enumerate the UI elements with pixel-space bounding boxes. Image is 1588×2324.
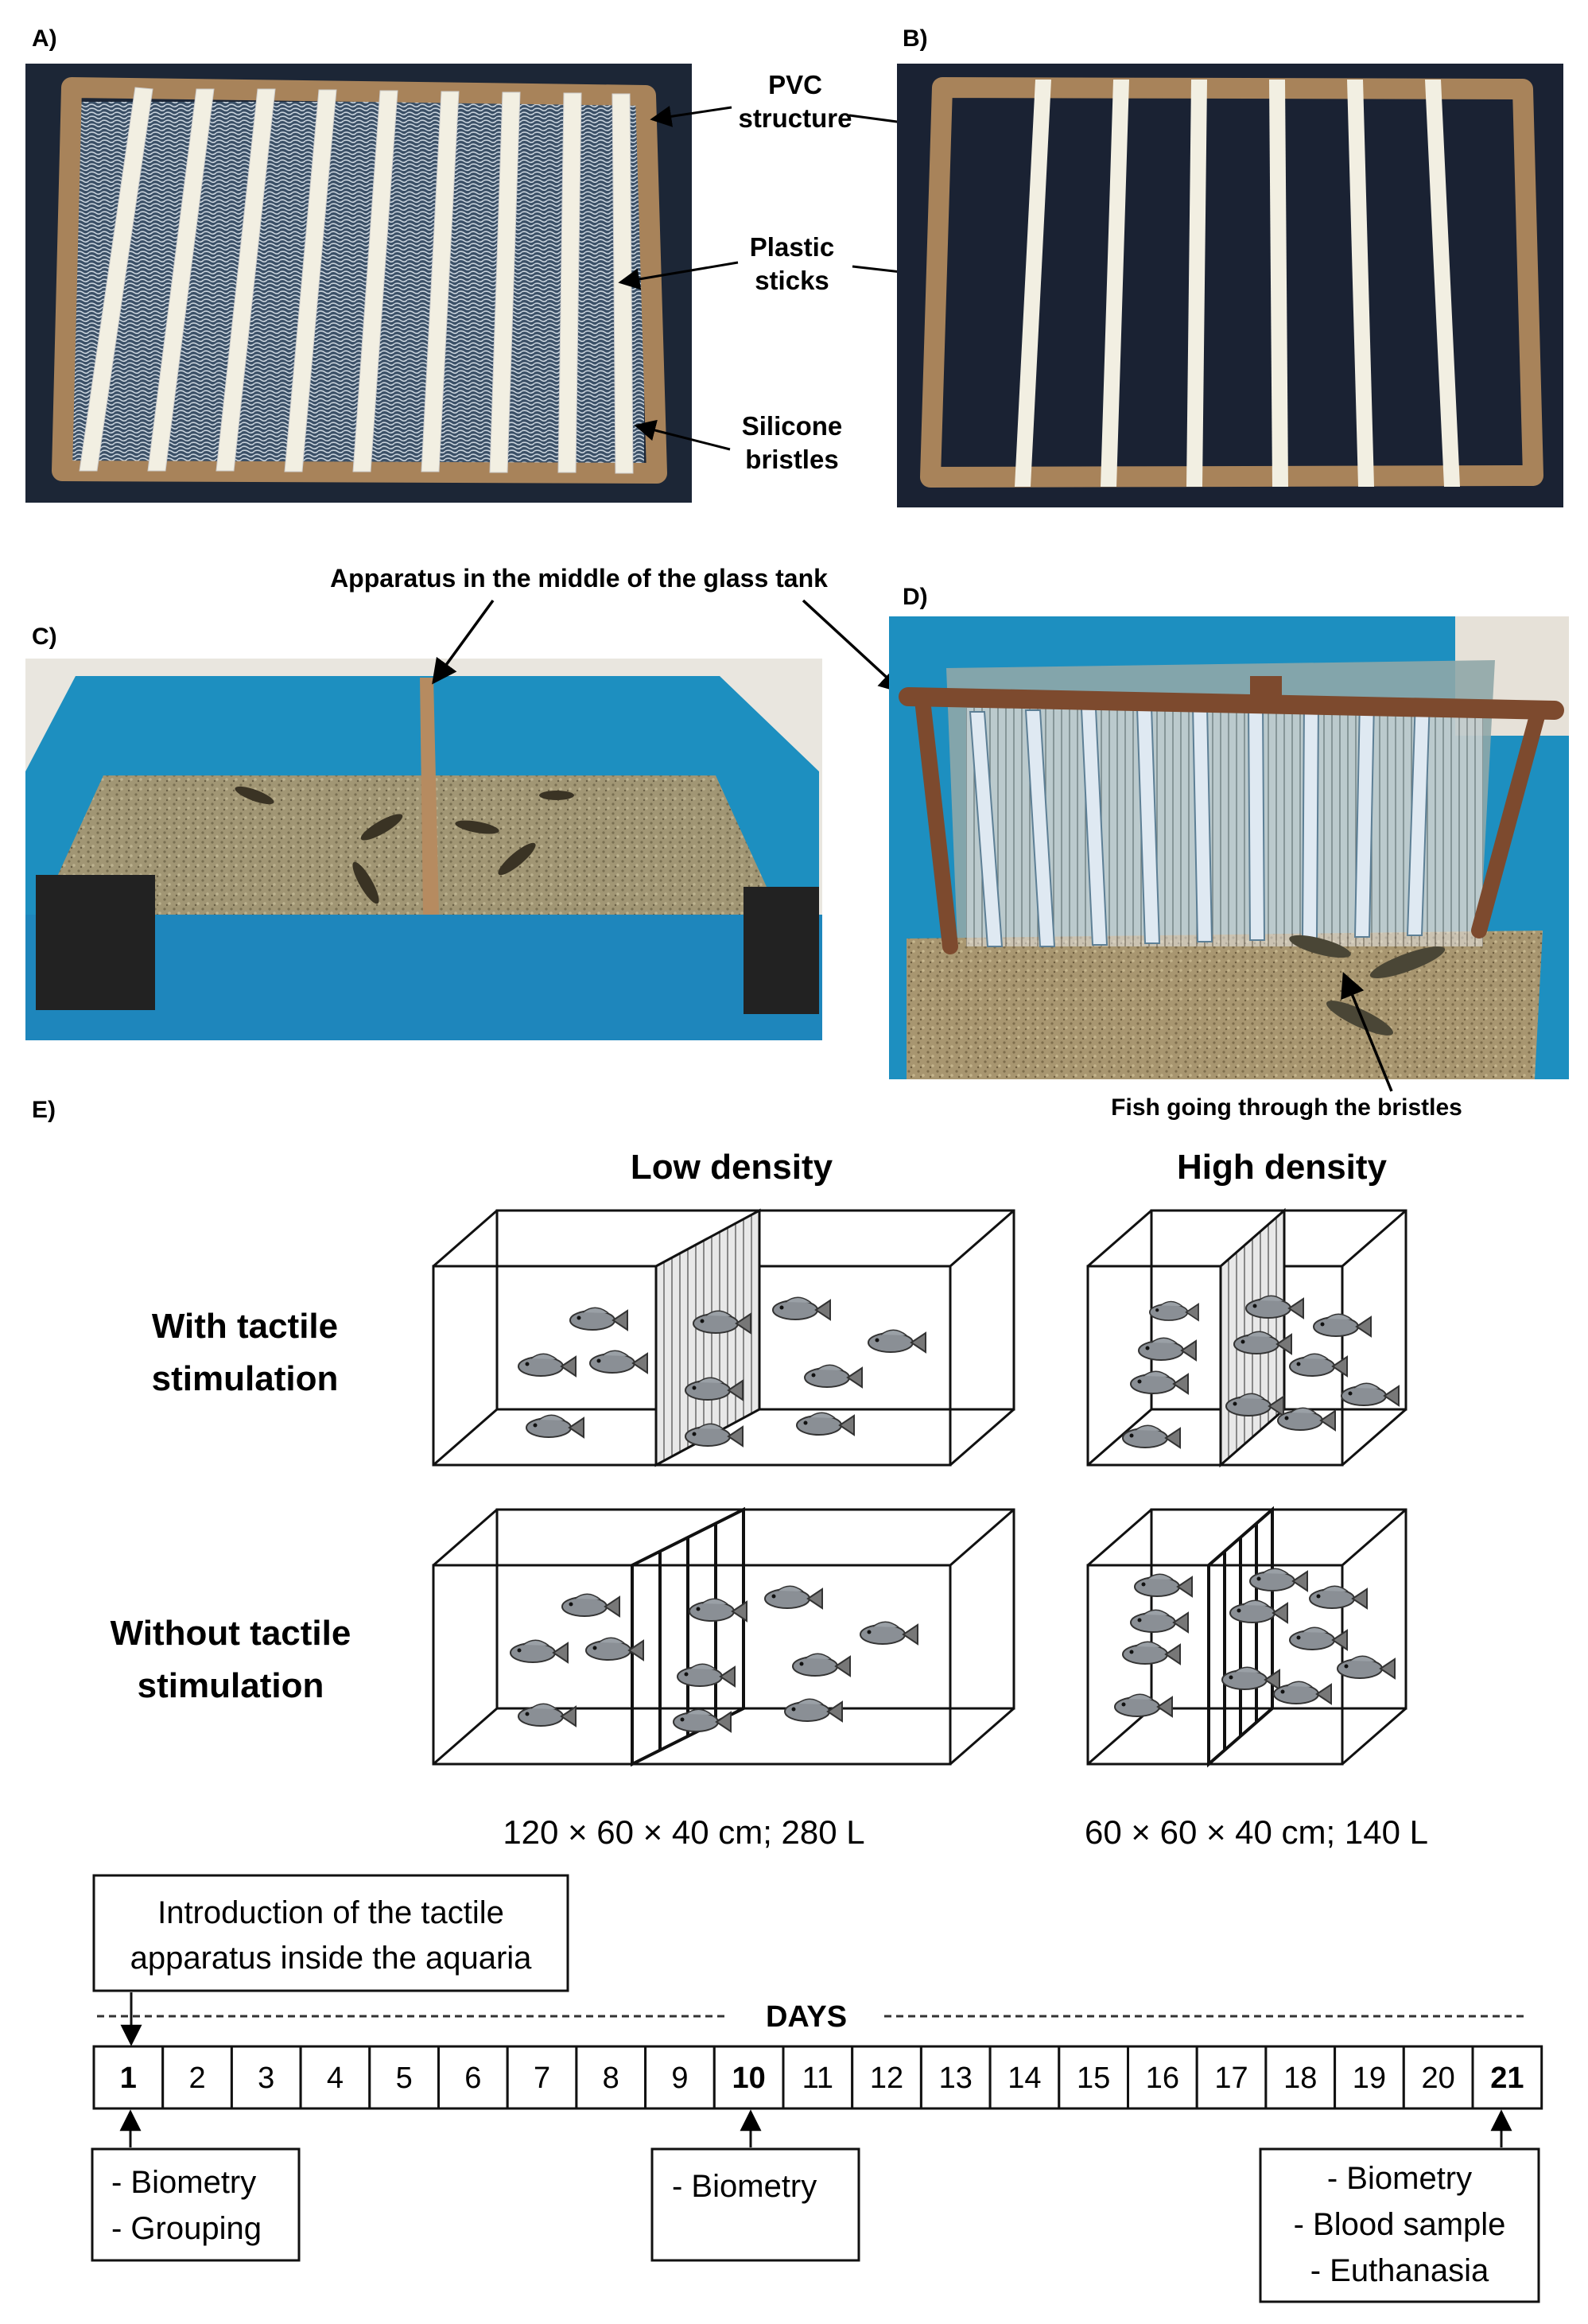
row-header-with-l1: With tactile	[152, 1307, 338, 1346]
callout-pvc-line2: structure	[738, 103, 852, 133]
day-label: 16	[1146, 2062, 1179, 2095]
intro-line2: apparatus inside the aquaria	[130, 1941, 533, 1976]
panel-b-photo	[897, 64, 1563, 507]
row-header-without-l1: Without tactile	[111, 1614, 351, 1653]
callout-bristles-line2: bristles	[745, 445, 838, 474]
day-cell	[437, 2045, 509, 2110]
day-cell	[1471, 2045, 1543, 2110]
col-header-low: Low density	[631, 1148, 833, 1187]
sticks-only-panel	[631, 1506, 745, 1767]
day-cell	[851, 2045, 922, 2110]
panel-c-callout: Apparatus in the middle of the glass tan…	[330, 564, 828, 593]
panel-b-plastic-sticks	[1015, 80, 1460, 487]
timeline: Introduction of the tactile apparatus in…	[91, 1874, 1543, 2303]
panel-c-fish	[235, 786, 574, 904]
panel-b-pvc-frame	[920, 77, 1543, 488]
box-day1-line2: - Grouping	[111, 2211, 262, 2246]
tank-low-with	[432, 1208, 1015, 1467]
day-label: 5	[396, 2062, 413, 2095]
panel-d-sticks	[969, 698, 1431, 947]
tank-low-without	[432, 1506, 1015, 1767]
dims-high: 60 × 60 × 40 cm; 140 L	[1085, 1813, 1428, 1851]
dims-low: 120 × 60 × 40 cm; 280 L	[503, 1813, 864, 1851]
panel-a-label: A)	[32, 25, 57, 52]
callout-sticks-line2: sticks	[755, 266, 829, 295]
box-day10	[650, 2147, 860, 2262]
panel-d: D) Fish going through the brist	[889, 584, 1569, 1121]
day-label: 2	[188, 2062, 205, 2095]
day-label: 13	[939, 2062, 973, 2095]
tactile-bristle-panel	[654, 1208, 761, 1467]
day-label: 8	[603, 2062, 619, 2095]
panel-d-callout: Fish going through the bristles	[1111, 1094, 1462, 1121]
day-cell	[782, 2045, 854, 2110]
panel-e: E) Low density High density With tactile…	[32, 1097, 1428, 1851]
day-label: 6	[464, 2062, 481, 2095]
day-cell	[919, 2045, 992, 2110]
day-cell	[1334, 2045, 1405, 2110]
day-label: 20	[1422, 2062, 1455, 2095]
day-cell	[161, 2045, 233, 2110]
panel-b-label: B)	[903, 25, 928, 52]
box-day10-line1: - Biometry	[672, 2169, 817, 2204]
callout-bristles-line1: Silicone	[742, 411, 843, 441]
day-cell	[712, 2045, 785, 2110]
col-header-high: High density	[1177, 1148, 1388, 1187]
day-label: 15	[1077, 2062, 1110, 2095]
panel-e-label: E)	[32, 1097, 56, 1123]
day-cell	[299, 2045, 371, 2110]
day-label: 14	[1008, 2062, 1041, 2095]
panel-a: A) PVC structure Plastic sticks Silicone…	[25, 25, 1028, 503]
day-cell	[230, 2045, 302, 2110]
intro-box	[92, 1874, 569, 1992]
days-header: DAYS	[766, 2000, 847, 2034]
day-cell	[1264, 2045, 1337, 2110]
callout-sticks-line1: Plastic	[750, 232, 834, 262]
day-label: 3	[258, 2062, 274, 2095]
panel-d-fish	[1289, 935, 1446, 1036]
tank-high-with	[1086, 1207, 1407, 1468]
day-label: 21	[1490, 2062, 1524, 2095]
panel-a-plastic-sticks	[79, 87, 634, 474]
day-label: 12	[870, 2062, 903, 2095]
panel-b: B)	[897, 25, 1563, 507]
day-label: 18	[1283, 2062, 1317, 2095]
box-day1-line1: - Biometry	[111, 2165, 256, 2200]
box-day21-line3: - Euthanasia	[1310, 2253, 1489, 2288]
day-label: 4	[327, 2062, 344, 2095]
box-day21-line1: - Biometry	[1327, 2161, 1472, 2196]
row-header-with-l2: stimulation	[152, 1359, 339, 1398]
day-cell	[506, 2045, 578, 2110]
tank-high-without	[1086, 1506, 1407, 1768]
day-cell	[575, 2045, 647, 2110]
day-label: 7	[534, 2062, 550, 2095]
box-day21-line2: - Blood sample	[1294, 2207, 1506, 2242]
row-header-without-l2: stimulation	[138, 1666, 324, 1705]
panel-d-label: D)	[903, 584, 928, 610]
panel-c: C) Apparatus in the middle of the glass …	[25, 564, 905, 1040]
panel-d-pvc	[899, 687, 1564, 954]
day-cell	[1058, 2045, 1130, 2110]
day-label: 1	[120, 2062, 137, 2095]
day-cell	[92, 2045, 165, 2110]
panel-c-apparatus	[420, 678, 439, 915]
day-label: 10	[732, 2062, 766, 2095]
panel-c-label: C)	[32, 624, 57, 650]
day-cell	[1195, 2045, 1268, 2110]
box-day1	[91, 2147, 301, 2262]
day-label: 19	[1353, 2062, 1386, 2095]
intro-line1: Introduction of the tactile	[157, 1895, 504, 1930]
callout-pvc-line1: PVC	[768, 70, 822, 99]
box-day21	[1259, 2147, 1540, 2303]
day-cell	[1402, 2045, 1474, 2110]
day-label: 9	[671, 2062, 688, 2095]
sticks-only-panel-high	[1207, 1506, 1274, 1768]
day-label: 11	[802, 2062, 833, 2095]
day-label: 17	[1214, 2062, 1248, 2095]
